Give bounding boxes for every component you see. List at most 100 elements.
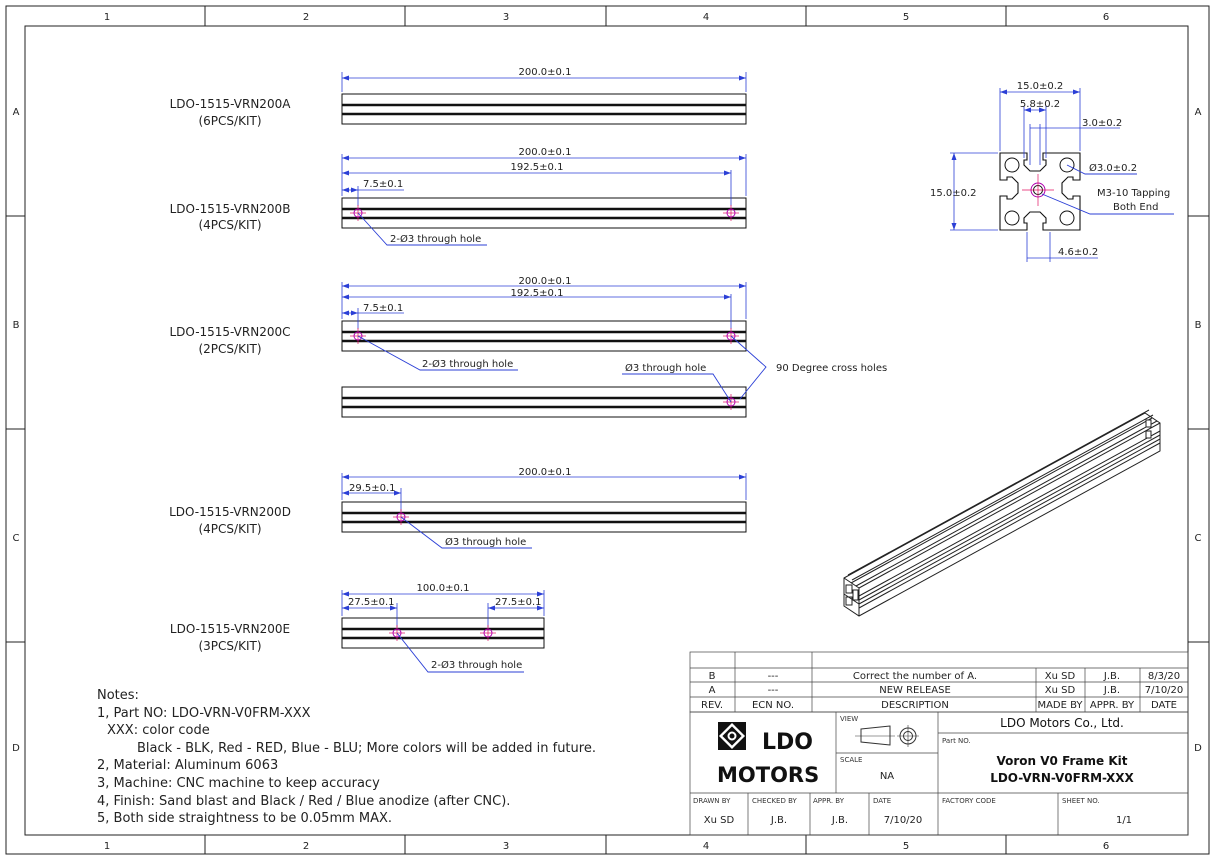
part-b-span-dim: 192.5±0.1: [511, 162, 564, 173]
rev-a-rev: A: [709, 685, 716, 696]
zone-row-d-right: D: [1194, 743, 1202, 754]
view-label: VIEW: [840, 715, 858, 723]
zone-row-c: C: [13, 533, 20, 544]
part-d-offset-dim: 29.5±0.1: [349, 483, 396, 494]
part-c-bar: [341, 320, 747, 352]
zone-col-5: 5: [903, 12, 909, 23]
part-c-hole-left: [353, 331, 363, 341]
part-a: LDO-1515-VRN200A (6PCS/KIT) 200.0±0.1: [170, 67, 747, 128]
checked-by-value: J.B.: [770, 815, 787, 826]
profile-height-dim: 15.0±0.2: [930, 188, 977, 199]
part-e: LDO-1515-VRN200E (3PCS/KIT) 100.0±0.1 27…: [170, 583, 545, 673]
rev-a-made: Xu SD: [1045, 685, 1076, 696]
part-b-offset-dim: 7.5±0.1: [363, 179, 403, 190]
part-c: LDO-1515-VRN200C (2PCS/KIT) 200.0±0.1 19…: [169, 276, 887, 418]
zone-row-a-right: A: [1195, 107, 1202, 118]
rev-header-date: DATE: [1151, 700, 1177, 711]
part-d-hole-note: Ø3 through hole: [445, 536, 526, 548]
part-c-hole-note: 2-Ø3 through hole: [422, 358, 513, 370]
zone-labels: 1 2 3 4 5 6 1 2 3 4 5 6 A B C D A B C D: [12, 12, 1202, 852]
rev-b-ecn: ---: [768, 671, 779, 682]
zone-col-3-bottom: 3: [503, 841, 509, 852]
part-b-name: LDO-1515-VRN200B: [170, 202, 291, 216]
scale-label: SCALE: [840, 756, 862, 764]
profile-corner-void-tl: [1004, 157, 1020, 173]
note-1: 1, Part NO: LDO-VRN-V0FRM-XXX: [97, 706, 311, 721]
zone-col-2: 2: [303, 12, 309, 23]
part-c-offset-dim: 7.5±0.1: [363, 303, 403, 314]
profile-offset-dim: 4.6±0.2: [1058, 247, 1098, 258]
rev-b-rev: B: [709, 671, 716, 682]
profile-corner-void-bl: [1004, 210, 1020, 226]
part-b-length-dim: 200.0±0.1: [519, 147, 572, 158]
part-b-bar: [341, 197, 747, 229]
logo-ldo-text: LDO: [762, 730, 813, 755]
part-a-bar: [341, 93, 747, 125]
rev-header-appr: APPR. BY: [1090, 700, 1135, 711]
part-e-hole-left: [392, 628, 402, 638]
profile-corner-void-br: [1059, 210, 1075, 226]
part-b-qty: (4PCS/KIT): [198, 218, 261, 232]
part-d-bar: [341, 501, 747, 533]
part-c-side-view-bar: [341, 386, 747, 418]
rev-b-made: Xu SD: [1045, 671, 1076, 682]
part-b: LDO-1515-VRN200B (4PCS/KIT) 200.0±0.1 19…: [170, 147, 747, 246]
profile-width-dim: 15.0±0.2: [1017, 81, 1064, 92]
title-block: LDO MOTORS VIEW SCALE NA LDO Motors Co.,…: [689, 711, 1189, 836]
rev-b-desc: Correct the number of A.: [853, 671, 977, 682]
rev-header-made: MADE BY: [1037, 700, 1083, 711]
profile-outline: [999, 152, 1081, 231]
part-b-hole-note: 2-Ø3 through hole: [390, 233, 481, 245]
part-c-qty: (2PCS/KIT): [198, 342, 261, 356]
note-2: 2, Material: Aluminum 6063: [97, 758, 278, 773]
part-c-span-dim: 192.5±0.1: [511, 288, 564, 299]
profile-tapping-note: M3-10 Tapping: [1097, 188, 1170, 199]
rev-header-ecn: ECN NO.: [752, 700, 794, 711]
part-d: LDO-1515-VRN200D (4PCS/KIT) 200.0±0.1 29…: [169, 467, 747, 549]
part-title: Voron V0 Frame Kit: [997, 754, 1128, 768]
zone-col-1-bottom: 1: [104, 841, 110, 852]
part-c-cross-holes-note: 90 Degree cross holes: [776, 363, 887, 374]
note-4: 4, Finish: Sand blast and Black / Red / …: [97, 794, 510, 809]
zone-col-2-bottom: 2: [303, 841, 309, 852]
drawn-by-value: Xu SD: [704, 815, 735, 826]
part-d-name: LDO-1515-VRN200D: [169, 505, 291, 519]
rev-a-appr: J.B.: [1103, 685, 1120, 696]
company-name: LDO Motors Co., Ltd.: [1000, 716, 1124, 730]
part-d-length-dim: 200.0±0.1: [519, 467, 572, 478]
drawing-frame: [5, 5, 1210, 855]
part-d-hole: [396, 512, 406, 522]
note-1a: XXX: color code: [107, 723, 210, 738]
zone-col-1: 1: [104, 12, 110, 23]
part-e-bar: [341, 617, 545, 649]
zone-col-3: 3: [503, 12, 509, 23]
zone-col-5-bottom: 5: [903, 841, 909, 852]
profile-hole-dim: Ø3.0±0.2: [1089, 162, 1137, 174]
profile-lip-dim: 3.0±0.2: [1082, 118, 1122, 129]
revision-table: B --- Correct the number of A. Xu SD J.B…: [689, 651, 1189, 713]
zone-row-a: A: [13, 107, 20, 118]
drawn-by-label: DRAWN BY: [693, 797, 731, 805]
factory-code-label: FACTORY CODE: [942, 797, 996, 805]
rev-a-date: 7/10/20: [1145, 685, 1184, 696]
part-c-length-dim: 200.0±0.1: [519, 276, 572, 287]
zone-col-6: 6: [1103, 12, 1109, 23]
part-e-offset-right-dim: 27.5±0.1: [495, 597, 542, 608]
rev-a-ecn: ---: [768, 685, 779, 696]
part-c-side-hole: [726, 397, 736, 407]
note-5: 5, Both side straightness to be 0.05mm M…: [97, 811, 392, 826]
part-c-side-hole-note: Ø3 through hole: [625, 362, 706, 374]
isometric-profile-view: [843, 409, 1161, 617]
rev-b-appr: J.B.: [1103, 671, 1120, 682]
rev-a-desc: NEW RELEASE: [879, 685, 951, 696]
profile-section: 15.0±0.2 5.8±0.2 3.0±0.2 15.0±0.2 Ø3.0±0…: [930, 81, 1174, 262]
checked-by-label: CHECKED BY: [752, 797, 798, 805]
zone-row-c-right: C: [1195, 533, 1202, 544]
part-number: LDO-VRN-V0FRM-XXX: [990, 771, 1134, 785]
third-angle-projection-icon: [855, 725, 919, 747]
profile-tapping-note-2: Both End: [1113, 202, 1158, 213]
part-e-hole-right: [483, 628, 493, 638]
rev-b-date: 8/3/20: [1148, 671, 1180, 682]
approved-by-value: J.B.: [831, 815, 848, 826]
zone-row-b: B: [13, 320, 20, 331]
